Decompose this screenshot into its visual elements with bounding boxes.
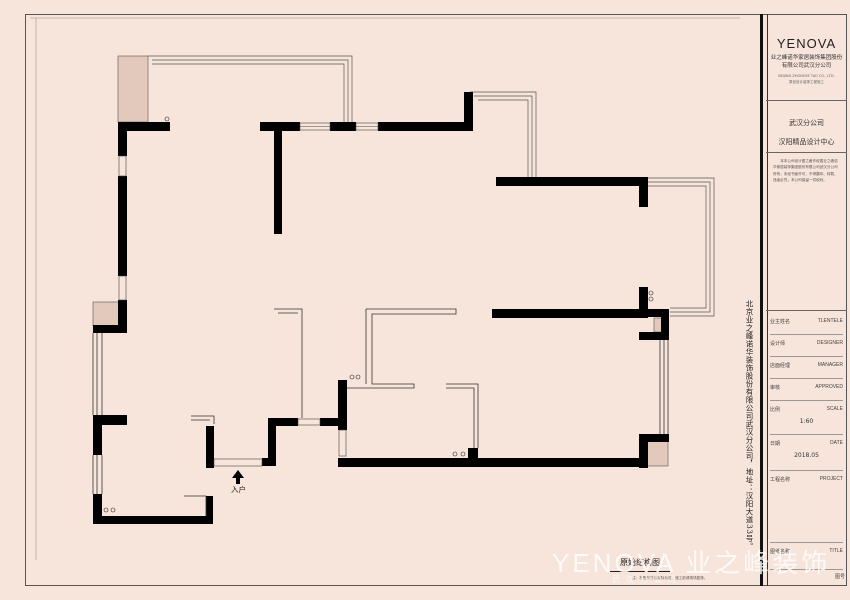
row-label: 审核	[770, 385, 781, 391]
row-separator	[770, 400, 843, 401]
company-address: 北京业之峰诺华装饰股份有限公司武汉分公司，地址：汉阳大道33号。	[745, 300, 754, 551]
row-separator	[770, 378, 843, 379]
office-name: 武汉分公司	[789, 119, 824, 127]
balcony-railings	[148, 55, 715, 317]
company-english-name: BEIJING ZHONGYE TAO CO., LTD.	[778, 74, 835, 78]
date-value: 2018.05	[794, 452, 819, 459]
row-label: 设计师	[770, 341, 786, 347]
studio-name: 汉阳精品设计中心	[778, 138, 835, 146]
sheet-id-label: 图号	[834, 574, 845, 580]
drawing-area-border	[30, 14, 768, 586]
copyright-notice: 本本公司设计图之著作权属业之峰诺华家居装饰集团股份有限公司武汉分公司所有，未经书…	[773, 159, 838, 182]
titleblock-divider	[760, 14, 763, 586]
plan-title-underline	[610, 571, 670, 572]
titleblock-separator	[766, 310, 847, 311]
titleblock-separator	[766, 152, 847, 153]
row-label-en: APPROVED	[815, 384, 843, 390]
row-label-en: TITLE	[829, 548, 843, 554]
titleblock-separator	[766, 100, 847, 101]
entry-label: 入户	[231, 485, 246, 494]
row-separator	[770, 434, 843, 435]
row-label-en: DATE	[830, 440, 843, 446]
row-label: 业主姓名	[770, 319, 791, 325]
sheet-border	[25, 14, 847, 586]
row-scale: 比例 SCALE 1:60	[770, 402, 843, 432]
row-manager: 店面经理 MANAGER	[770, 358, 843, 376]
row-separator	[770, 542, 843, 543]
title-block: YENOVA 业之峰诺华家居装饰集团股份 有限公司武汉分公司 BEIJING Z…	[766, 14, 847, 586]
row-label-en: DESIGNER	[816, 340, 843, 346]
row-label-en: TLENTELE	[817, 318, 843, 324]
row-title: 图纸名称 TITLE	[770, 544, 843, 562]
floor-plan	[30, 17, 740, 560]
row-date: 日期 DATE 2018.05	[770, 436, 843, 466]
partition-walls	[92, 308, 669, 516]
structural-walls	[93, 92, 669, 524]
row-label: 工程名称	[770, 477, 791, 483]
row-label: 图纸名称	[770, 549, 791, 555]
pipe-fixtures	[103, 116, 654, 513]
row-label: 比例	[770, 407, 781, 413]
brand-logo: YENOVA	[776, 36, 837, 51]
row-separator	[770, 356, 843, 357]
row-separator	[770, 569, 843, 570]
watermark-logo: YENOVA 业之峰装饰	[552, 548, 831, 578]
company-name: 业之峰诺华家居装饰集团股份 有限公司武汉分公司	[770, 54, 843, 70]
scale-value: 1:60	[799, 418, 814, 425]
row-approved: 审核 APPROVED	[770, 380, 843, 398]
row-label: 店面经理	[770, 363, 791, 369]
row-designer: 设计师 DESIGNER	[770, 336, 843, 354]
row-separator	[770, 334, 843, 335]
column-hatch	[92, 55, 669, 467]
row-label-en: MANAGER	[817, 362, 843, 368]
windows	[118, 122, 379, 467]
company-slogan: 原创设计装饰工程施工	[789, 80, 824, 84]
plan-note: 注：本图尺寸以实际为准，施工前请现场复核。	[632, 576, 708, 580]
row-separator	[770, 470, 843, 471]
watermark-sub: 武汉分公司	[612, 575, 682, 584]
plan-title: 原始结构图	[620, 558, 660, 567]
row-project: 工程名称 PROJECT	[770, 472, 843, 542]
company-name-line2: 有限公司武汉分公司	[781, 63, 832, 69]
row-label-en: SCALE	[826, 406, 843, 412]
company-name-line1: 业之峰诺华家居装饰集团股份	[770, 55, 843, 61]
row-client: 业主姓名 TLENTELE	[770, 314, 843, 332]
dimension-guides	[30, 17, 740, 560]
row-label: 日期	[770, 441, 781, 447]
entry-arrow-icon	[232, 470, 244, 484]
row-label-en: PROJECT	[819, 476, 843, 482]
